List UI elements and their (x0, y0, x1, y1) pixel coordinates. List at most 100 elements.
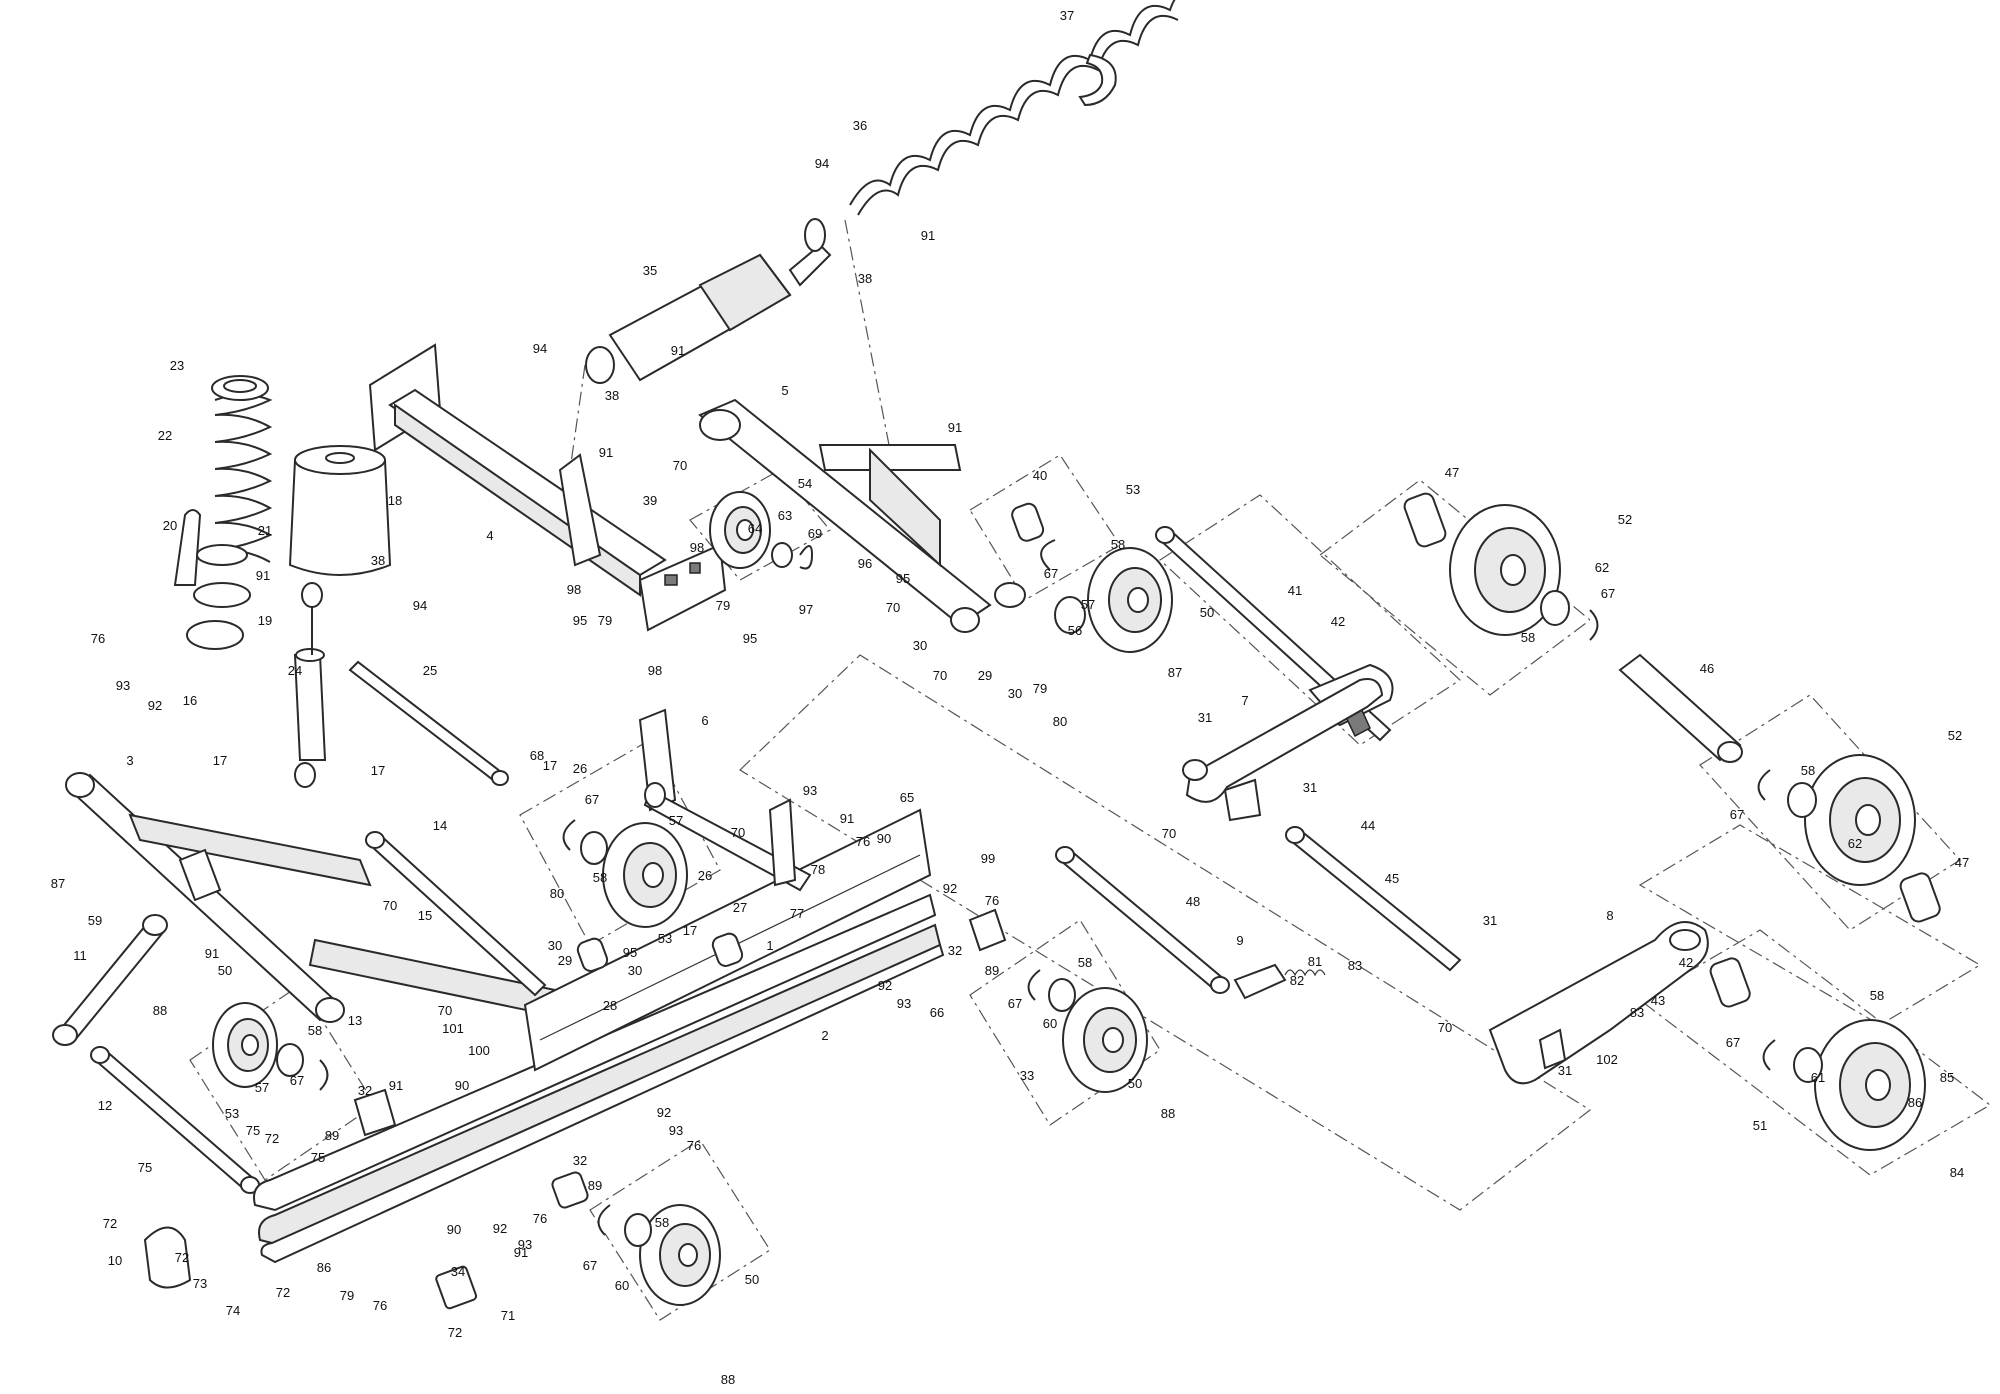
callout-64: 64 (748, 521, 762, 536)
callout-19: 19 (258, 613, 272, 628)
callout-32: 32 (358, 1083, 372, 1098)
callout-68: 68 (530, 748, 544, 763)
callout-93-2: 93 (116, 678, 130, 693)
callout-76-3: 76 (985, 893, 999, 908)
wheel-60-lower (639, 1204, 721, 1306)
group-outline-frame (739, 654, 1592, 1211)
callout-7: 7 (1241, 693, 1248, 708)
callout-42: 42 (1331, 614, 1345, 629)
callout-31-4: 31 (1558, 1063, 1572, 1078)
callout-70: 70 (673, 458, 687, 473)
callout-67-5: 67 (1008, 996, 1022, 1011)
callout-38-2: 38 (371, 553, 385, 568)
callout-69: 69 (808, 526, 822, 541)
callout-93-4: 93 (669, 1123, 683, 1138)
callout-57: 57 (1081, 597, 1095, 612)
callout-80: 80 (550, 886, 564, 901)
wheel-62-lower (1804, 754, 1916, 886)
part-4-front-arm (368, 343, 727, 632)
callout-72-4: 72 (448, 1325, 462, 1340)
callout-74: 74 (226, 1303, 240, 1318)
wheel-57-lower (212, 1002, 278, 1088)
callout-26: 26 (573, 761, 587, 776)
callout-27: 27 (733, 900, 747, 915)
callout-79: 79 (598, 613, 612, 628)
callout-22: 22 (158, 428, 172, 443)
part-3-rear-arm (65, 772, 557, 1023)
callout-76-2: 76 (856, 834, 870, 849)
callout-92-2: 92 (878, 978, 892, 993)
callout-70-8: 70 (1438, 1020, 1452, 1035)
callout-91-3: 91 (256, 568, 270, 583)
callout-53: 53 (1126, 482, 1140, 497)
part-35-shock (585, 218, 832, 384)
callout-88-3: 88 (721, 1372, 735, 1387)
callout-1: 1 (766, 938, 773, 953)
callout-62-2: 62 (1848, 836, 1862, 851)
callout-52-2: 52 (1948, 728, 1962, 743)
callout-98: 98 (690, 540, 704, 555)
callout-50-4: 50 (745, 1272, 759, 1287)
callout-16: 16 (183, 693, 197, 708)
callout-91-5: 91 (921, 228, 935, 243)
callout-57-3: 57 (255, 1080, 269, 1095)
callout-53-3: 53 (658, 931, 672, 946)
callout-24: 24 (288, 663, 302, 678)
callout-90-3: 90 (447, 1222, 461, 1237)
callout-72-5: 72 (265, 1131, 279, 1146)
callout-98-2: 98 (567, 582, 581, 597)
callout-11: 11 (73, 948, 87, 963)
callout-12: 12 (98, 1098, 112, 1113)
wheel-54 (709, 491, 771, 569)
callout-53-2: 53 (225, 1106, 239, 1121)
callout-75: 75 (138, 1160, 152, 1175)
callout-76-5: 76 (373, 1298, 387, 1313)
callout-94-3: 94 (413, 598, 427, 613)
callout-4: 4 (486, 528, 493, 543)
callout-70-7: 70 (438, 1003, 452, 1018)
callout-61: 61 (1811, 1070, 1825, 1085)
callout-57-2: 57 (669, 813, 683, 828)
group-outlines (189, 219, 1992, 1321)
callout-17: 17 (213, 753, 227, 768)
callout-79-3: 79 (1033, 681, 1047, 696)
callout-43: 43 (1651, 993, 1665, 1008)
callout-95-4: 95 (896, 571, 910, 586)
part-5-rear-arm (698, 398, 1026, 633)
callout-50-2: 50 (1200, 605, 1214, 620)
callout-90: 90 (877, 831, 891, 846)
part-46-shaft (1618, 653, 1743, 763)
callout-31: 31 (1198, 710, 1212, 725)
callout-9: 9 (1236, 933, 1243, 948)
callout-67-2: 67 (585, 792, 599, 807)
callout-85: 85 (1940, 1070, 1954, 1085)
callout-71: 71 (501, 1308, 515, 1323)
part-25-shaft (348, 660, 509, 786)
callout-28: 28 (603, 998, 617, 1013)
part-44-shaft (1285, 826, 1462, 972)
callout-44: 44 (1361, 818, 1375, 833)
part-8-crank (1488, 921, 1709, 1085)
part-18-boot (288, 445, 392, 576)
callout-96: 96 (858, 556, 872, 571)
group-outline-41-42 (1159, 494, 1461, 746)
callout-92-3: 92 (148, 698, 162, 713)
callout-3: 3 (126, 753, 133, 768)
callout-89-3: 89 (325, 1128, 339, 1143)
callout-91-9: 91 (514, 1245, 528, 1260)
callout-70-5: 70 (731, 825, 745, 840)
wheel-57-upper (1087, 547, 1173, 653)
callout-35: 35 (643, 263, 657, 278)
callout-92: 92 (943, 881, 957, 896)
callout-60-2: 60 (615, 1278, 629, 1293)
callout-67-8: 67 (583, 1258, 597, 1273)
callout-82: 82 (1290, 973, 1304, 988)
callout-40: 40 (1033, 468, 1047, 483)
callout-67-4: 67 (1730, 807, 1744, 822)
callout-72: 72 (103, 1216, 117, 1231)
part-9-spring (1233, 963, 1326, 1000)
callout-70-3: 70 (886, 600, 900, 615)
callout-92-5: 92 (493, 1221, 507, 1236)
callout-70-2: 70 (383, 898, 397, 913)
